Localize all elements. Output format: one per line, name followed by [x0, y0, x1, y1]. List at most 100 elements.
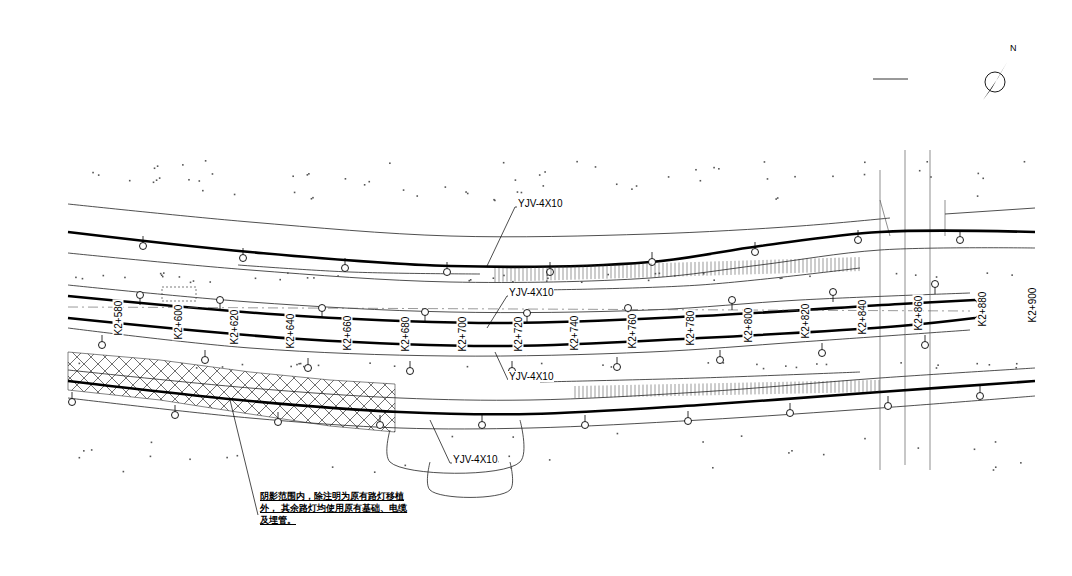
slope-hatch: [591, 265, 592, 279]
survey-point: [287, 272, 289, 274]
cross-road-line: [930, 150, 931, 470]
slope-hatch: [763, 260, 764, 274]
street-lamp: [217, 297, 224, 311]
survey-point: [205, 160, 207, 162]
station-mark: K2+900: [1027, 287, 1038, 324]
survey-point: [83, 450, 85, 452]
slope-hatch: [523, 267, 524, 281]
slope-hatch: [715, 383, 716, 395]
slope-hatch: [839, 381, 840, 393]
survey-point: [307, 174, 309, 176]
note-text: 阴影范围内，除注明为原有路灯移植外， 其余路灯均使用原有基础、电缆及埋管。: [260, 490, 410, 526]
street-lamp: [547, 262, 554, 276]
survey-point: [493, 199, 495, 201]
slope-hatch: [595, 265, 596, 279]
slope-hatch: [827, 381, 828, 393]
slope-hatch: [711, 383, 712, 395]
slope-hatch: [695, 262, 696, 276]
slope-hatch: [539, 267, 540, 281]
hatched-zone: [68, 352, 395, 432]
survey-point: [467, 193, 469, 195]
slope-hatch: [611, 385, 612, 397]
station-mark: K2+800: [743, 307, 754, 344]
slope-hatch: [743, 261, 744, 275]
slope-hatch: [815, 381, 816, 393]
survey-point: [179, 276, 181, 278]
north-arrow: [983, 62, 1007, 100]
survey-point: [279, 279, 281, 281]
survey-point: [595, 166, 597, 168]
survey-point: [781, 277, 783, 279]
survey-point: [1024, 161, 1026, 163]
slope-hatch: [575, 386, 576, 398]
slope-hatch: [735, 261, 736, 275]
slope-hatch: [815, 258, 816, 272]
survey-point: [151, 442, 153, 444]
survey-point: [995, 466, 997, 468]
slope-hatch: [663, 384, 664, 396]
survey-point: [332, 466, 334, 468]
slope-hatch: [675, 384, 676, 396]
slope-hatch: [515, 267, 516, 281]
survey-point: [296, 364, 298, 366]
survey-point: [987, 272, 989, 274]
slope-hatch: [879, 380, 880, 392]
survey-point: [539, 174, 541, 176]
slope-hatch: [739, 261, 740, 275]
road-edge: [68, 248, 1035, 283]
survey-point: [404, 465, 406, 467]
slope-hatch: [711, 262, 712, 276]
survey-point: [162, 276, 164, 278]
survey-point: [82, 278, 84, 280]
slope-hatch: [591, 386, 592, 398]
survey-point: [308, 173, 310, 175]
slope-hatch: [639, 385, 640, 397]
survey-point: [389, 162, 391, 164]
survey-point: [707, 362, 709, 364]
slope-hatch: [623, 385, 624, 397]
survey-point: [826, 364, 828, 366]
street-lamp: [137, 292, 144, 306]
survey-point: [465, 191, 467, 193]
station-mark: K2+680: [400, 316, 411, 353]
slope-hatch: [655, 384, 656, 396]
survey-point: [517, 191, 519, 193]
slope-hatch: [635, 264, 636, 278]
survey-point: [617, 433, 619, 435]
slope-hatch: [679, 384, 680, 396]
survey-point: [703, 273, 705, 275]
street-lamp: [275, 412, 282, 426]
slope-hatch: [631, 264, 632, 278]
survey-point: [79, 363, 81, 365]
cable-line: [68, 231, 1035, 267]
slope-hatch: [511, 268, 512, 282]
slope-hatch: [831, 381, 832, 393]
survey-point: [189, 458, 191, 460]
survey-point: [190, 282, 192, 284]
slope-hatch: [599, 386, 600, 398]
slope-hatch: [563, 266, 564, 280]
slope-hatch: [871, 380, 872, 392]
survey-point: [369, 362, 371, 364]
survey-point: [237, 455, 239, 457]
slope-hatch: [707, 262, 708, 276]
survey-point: [193, 280, 195, 282]
street-lamp: [377, 415, 384, 429]
slope-hatch: [551, 266, 552, 280]
slope-hatch: [567, 266, 568, 280]
slope-hatch: [627, 264, 628, 278]
survey-point: [648, 280, 650, 282]
survey-point: [816, 363, 818, 365]
road-edge: [427, 462, 512, 497]
survey-point: [974, 448, 976, 450]
survey-point: [445, 186, 447, 188]
survey-point: [182, 164, 184, 166]
slope-hatch: [863, 380, 864, 392]
cable-spec: YJV-4X10: [508, 371, 554, 382]
survey-point: [157, 165, 159, 167]
slope-hatch: [775, 260, 776, 274]
survey-point: [607, 274, 609, 276]
street-lamp: [830, 289, 837, 303]
road-edge: [387, 420, 524, 473]
survey-point: [977, 173, 979, 175]
